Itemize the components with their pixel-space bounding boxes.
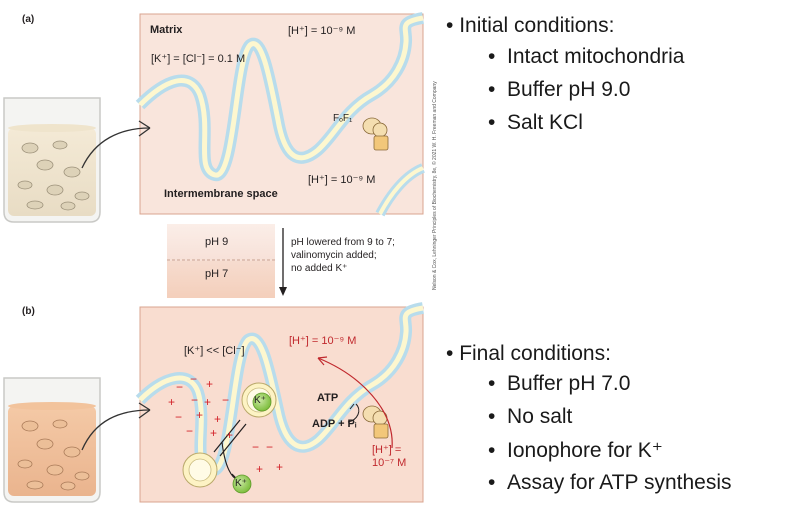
valinomycin-ring-bottom [182, 452, 218, 488]
final-header: • Final conditions: [446, 342, 732, 366]
initial-item: • Intact mitochondria [488, 45, 684, 78]
final-conditions: • Final conditions: • Buffer pH 7.0 • No… [446, 342, 732, 504]
h-ims-b-line1: [H⁺] = [372, 444, 402, 456]
charge-plus: + [204, 395, 212, 409]
charge-plus: + [206, 377, 214, 391]
atp-label: ATP [317, 392, 339, 404]
initial-conditions: • Initial conditions: • Intact mitochond… [446, 14, 684, 144]
charge-minus: − [191, 393, 199, 407]
arrow-b [81, 409, 151, 451]
transition-note: pH lowered from 9 to 7; valinomycin adde… [291, 236, 395, 275]
h-matrix-b: [H⁺] = 10⁻⁹ M [289, 335, 357, 347]
final-list: • Buffer pH 7.0 • No salt • Ionophore fo… [488, 372, 732, 504]
bullet-marker: • [488, 111, 508, 134]
initial-header-text: Initial conditions: [459, 14, 615, 37]
bullet-marker: • [446, 14, 460, 37]
bullet-marker: • [488, 372, 508, 395]
final-item-text: No salt [507, 405, 573, 428]
charge-minus: − [222, 393, 230, 407]
h-ims-a: [H⁺] = 10⁻⁹ M [308, 174, 376, 186]
transition-note-line1: pH lowered from 9 to 7; [291, 237, 395, 248]
k-cl-b: [K⁺] << [Cl⁻] [184, 345, 245, 357]
initial-item: • Buffer pH 9.0 [488, 78, 684, 111]
initial-item-text: Salt KCl [507, 111, 583, 134]
intermembrane-label: Intermembrane space [164, 188, 278, 200]
charge-minus: − [190, 372, 198, 386]
charge-plus: + [226, 428, 234, 442]
bullet-marker: • [488, 471, 508, 494]
ph-bottom-label: pH 7 [205, 268, 229, 280]
figure [3, 12, 426, 503]
atp-synthase-b [362, 405, 389, 439]
ph-top-label: pH 9 [205, 236, 229, 248]
panel-b-label: (b) [22, 306, 35, 317]
valinomycin-ring-top [241, 382, 277, 418]
k-plus-free: K⁺ [235, 478, 247, 489]
beaker-a [3, 97, 101, 223]
charge-plus: + [214, 412, 222, 426]
h-ims-b-line2: 10⁻⁷ M [372, 457, 407, 469]
charge-minus: − [186, 424, 194, 438]
proton-flow-arrow [317, 357, 393, 449]
charge-plus: + [256, 462, 264, 476]
arrow-a [81, 127, 151, 169]
charge-minus: − [252, 440, 260, 454]
final-item: • Buffer pH 7.0 [488, 372, 732, 405]
fof1-label: FₒF₁ [333, 113, 353, 124]
bullet-marker: • [488, 439, 508, 462]
atp-arrow [347, 403, 360, 423]
transition-note-line3: no added K⁺ [291, 263, 348, 274]
charge-minus: − [175, 410, 183, 424]
h-ims-b: [H⁺] = 10⁻⁷ M [372, 444, 406, 470]
final-item-text: Buffer pH 7.0 [507, 372, 631, 395]
charge-plus: + [168, 395, 176, 409]
k-plus-bound: K⁺ [254, 395, 266, 406]
beaker-b [3, 377, 101, 503]
matrix-label: Matrix [150, 24, 183, 36]
transition-note-line2: valinomycin added; [291, 250, 377, 261]
charge-plus: + [196, 408, 204, 422]
ph-strip [167, 224, 275, 298]
final-item-text: Ionophore for K⁺ [507, 439, 663, 462]
bullet-marker: • [446, 342, 460, 365]
final-header-text: Final conditions: [459, 342, 611, 365]
initial-header: • Initial conditions: [446, 14, 684, 38]
adp-label: ADP + Pᵢ [312, 418, 357, 430]
initial-item-text: Buffer pH 9.0 [507, 78, 631, 101]
credit-line: Nelson & Cox, Lehninger Principles of Bi… [432, 81, 438, 290]
bullet-marker: • [488, 405, 508, 428]
final-item-text: Assay for ATP synthesis [507, 471, 732, 494]
initial-item: • Salt KCl [488, 111, 684, 144]
panel-a [3, 12, 426, 223]
h-matrix-a: [H⁺] = 10⁻⁹ M [288, 25, 356, 37]
final-item: • Ionophore for K⁺ [488, 438, 732, 471]
bullet-marker: • [488, 78, 508, 101]
charge-minus: − [176, 380, 184, 394]
charge-minus: − [266, 440, 274, 454]
k-cl-a: [K⁺] = [Cl⁻] = 0.1 M [151, 53, 246, 65]
charge-plus: + [210, 426, 218, 440]
initial-item-text: Intact mitochondria [507, 45, 685, 68]
initial-list: • Intact mitochondria • Buffer pH 9.0 • … [488, 45, 684, 144]
bullet-marker: • [488, 45, 508, 68]
k-ion-free [232, 474, 252, 494]
final-item: • No salt [488, 405, 732, 438]
charge-plus: + [276, 460, 284, 474]
panel-b [3, 302, 425, 503]
final-item: • Assay for ATP synthesis [488, 471, 732, 504]
panel-a-label: (a) [22, 14, 35, 25]
atp-synthase-a [362, 117, 389, 151]
